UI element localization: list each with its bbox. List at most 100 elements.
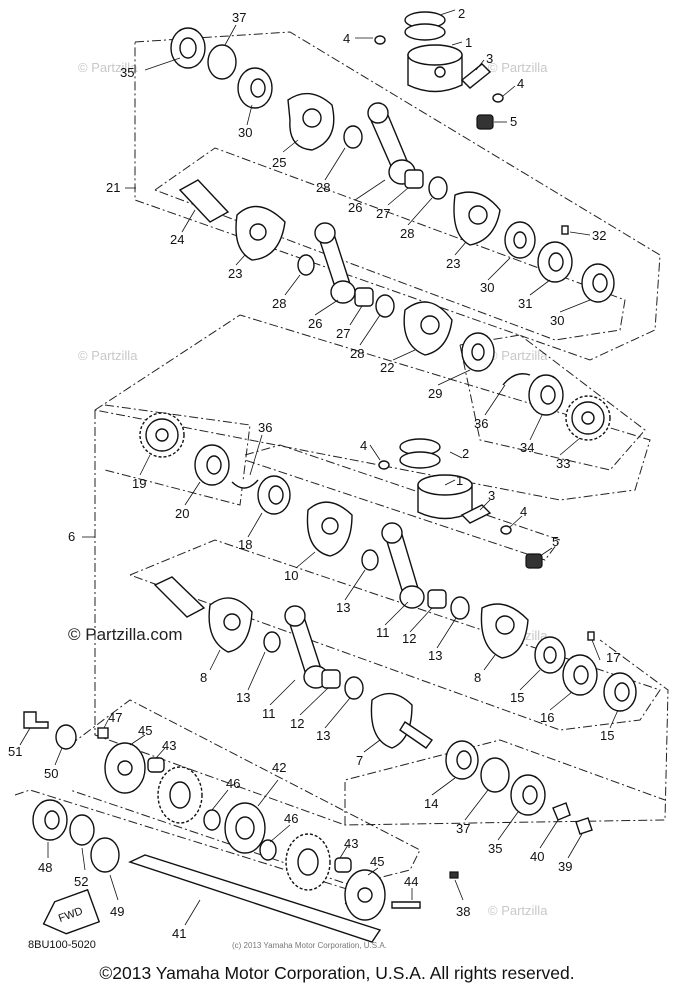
callout-19: 19 [132,476,146,491]
callout-30: 30 [550,313,564,328]
callout-39: 39 [558,859,572,874]
bearing-34 [528,374,564,416]
callout-13: 13 [316,728,330,743]
callout-26: 26 [348,200,362,215]
callout-3: 3 [488,488,495,503]
callout-43: 43 [162,738,176,753]
pin-38 [449,871,459,879]
circlip-36-mid [231,479,259,489]
callout-14: 14 [424,796,438,811]
callout-numbers: 35 37 30 25 4 2 1 3 4 5 28 26 27 28 21 2… [8,6,620,941]
callout-8: 8 [474,670,481,685]
watermark: © Partzilla [488,903,548,918]
callout-45: 45 [370,854,384,869]
nut-47 [97,727,109,739]
assembly-boundary-mid-left [104,404,251,506]
callout-30: 30 [480,280,494,295]
callout-31: 31 [518,296,532,311]
watermark: © Partzilla [78,60,138,75]
washer-13b [450,596,470,620]
callout-49: 49 [110,904,124,919]
collar-43-upper [147,757,165,773]
callout-20: 20 [175,506,189,521]
bearing-29 [461,332,495,372]
callout-27: 27 [336,326,350,341]
callout-17: 17 [606,650,620,665]
bearing-35-lower [510,774,546,816]
callout-44: 44 [404,874,418,889]
washer-13c [263,631,281,653]
gear-46-upper [157,766,203,824]
bearing-15-left [534,636,566,674]
washer-28c [297,254,315,276]
bolt-44 [391,901,421,909]
callout-3: 3 [486,51,493,66]
washer-28d [375,294,395,318]
callout-2: 2 [458,6,465,21]
hub-16 [562,654,598,696]
inner-copyright: (c) 2013 Yamaha Motor Corporation, U.S.A… [232,941,387,950]
washer-13d [344,676,364,700]
shaft-24 [178,179,230,223]
connecting-rod-11-upper [381,522,425,609]
bearing-15-right [603,672,637,712]
washer-50 [55,724,77,750]
callout-4: 4 [360,438,367,453]
callout-8: 8 [200,670,207,685]
assembly-boundary-upper [134,31,661,361]
bearing-27-top [404,169,424,189]
piston-1-top [404,11,463,93]
callout-37: 37 [232,10,246,25]
callout-28: 28 [350,346,364,361]
bearing-30-mid [504,221,536,259]
crank-web-23-left [235,205,286,261]
crank-web-8-left [208,597,253,653]
ring-46-upper [203,809,221,831]
callout-36: 36 [258,420,272,435]
callout-7: 7 [356,753,363,768]
crank-web-10 [306,501,353,557]
clip-4-lower-right [500,525,512,535]
callout-4: 4 [343,31,350,46]
callout-41: 41 [172,926,186,941]
forward-arrow: FWD [42,888,101,935]
bearing-35-top [170,27,206,69]
callout-27: 27 [376,206,390,221]
callout-11: 11 [376,625,390,640]
callout-28: 28 [316,180,330,195]
plate-45-lower [344,869,386,921]
callout-24: 24 [170,232,184,247]
callout-2: 2 [462,446,469,461]
callout-13: 13 [428,648,442,663]
callout-6: 6 [68,529,75,544]
callout-13: 13 [236,690,250,705]
piston-pin-3-top [460,63,492,89]
callout-10: 10 [284,568,298,583]
washer-13a [361,549,379,571]
bearing-12-upper [427,589,447,609]
assembly-boundary-lower-outer [94,410,669,826]
watermark-main: © Partzilla.com [68,625,183,644]
callout-35: 35 [488,841,502,856]
callout-52: 52 [74,874,88,889]
callout-5: 5 [552,534,559,549]
diagram-code: 8BU100-5020 [28,939,96,951]
callout-30: 30 [238,125,252,140]
callout-16: 16 [540,710,554,725]
callout-50: 50 [44,766,58,781]
callout-47: 47 [108,710,122,725]
clip-4-top-right [492,93,504,103]
callout-40: 40 [530,849,544,864]
callout-45: 45 [138,723,152,738]
bearing-18 [257,475,291,515]
callout-22: 22 [380,360,394,375]
callout-12: 12 [290,716,304,731]
circlip-36-top [502,373,531,386]
assembly-boundary-right-bottom [344,739,666,825]
callout-46: 46 [226,776,240,791]
leader-lines [19,9,619,926]
callout-51: 51 [8,744,22,759]
copyright-notice: ©2013 Yamaha Motor Corporation, U.S.A. A… [99,963,575,983]
assembly-boundary-lower-inner [129,539,661,731]
